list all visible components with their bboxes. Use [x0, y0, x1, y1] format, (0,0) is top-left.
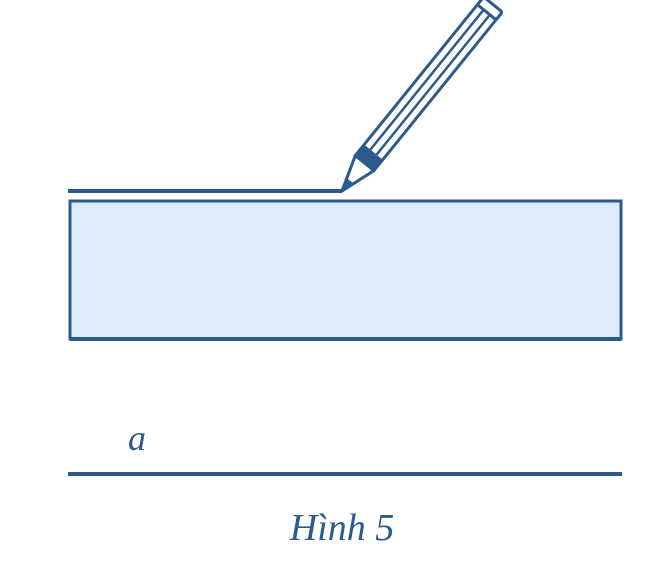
- pencil-icon: [340, 0, 504, 194]
- ruler-shape: [68, 199, 623, 341]
- figure-caption: Hình 5: [289, 507, 395, 549]
- line-a-label: a: [128, 418, 146, 458]
